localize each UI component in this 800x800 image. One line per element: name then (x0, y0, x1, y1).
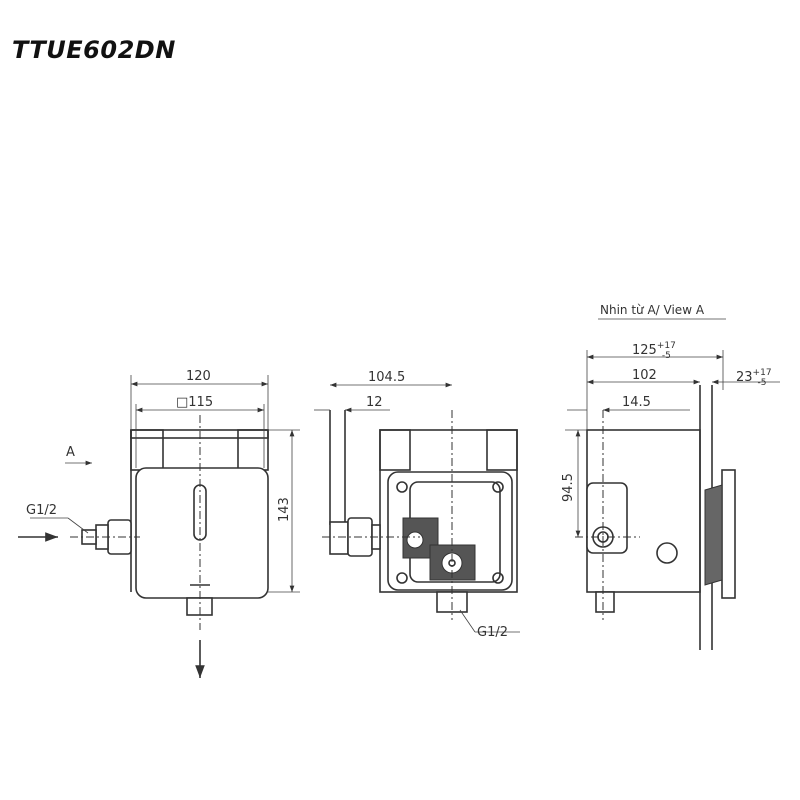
dim-flange: 23+17-5 (736, 368, 772, 388)
dim-inlet-height: 94.5 (561, 473, 576, 502)
dim-total: 125+17-5 (632, 341, 676, 361)
view-a (565, 350, 780, 650)
dim-width: 120 (186, 369, 211, 384)
dim-square: □115 (176, 395, 213, 410)
view-a-caption: Nhin từ A/ View A (600, 303, 705, 317)
view-arrow-label: A (66, 445, 75, 460)
outlet-label: G1/2 (477, 625, 508, 640)
dim-depth: 104.5 (368, 370, 405, 385)
dim-body: 102 (632, 368, 657, 383)
dim-inlet-offset: 14.5 (622, 395, 651, 410)
front-view (18, 375, 300, 678)
side-view (314, 382, 520, 633)
model-title: TTUE602DN (12, 36, 176, 64)
inlet-label: G1/2 (26, 503, 57, 518)
dim-offset: 12 (366, 395, 383, 410)
dim-height: 143 (277, 497, 292, 522)
